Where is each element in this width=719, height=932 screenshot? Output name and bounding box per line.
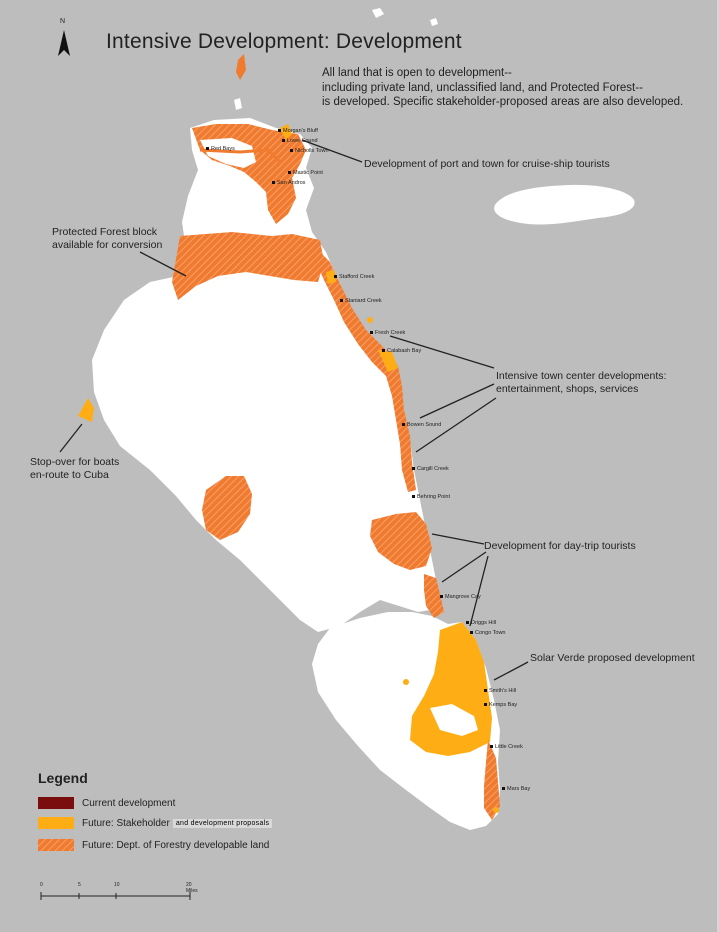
place-label: Behring Point	[412, 494, 450, 500]
leader-solar	[493, 661, 529, 681]
place-label: Little Creek	[490, 744, 523, 750]
stakeholder-dot-1	[367, 317, 373, 323]
island-small-4	[234, 98, 242, 110]
place-label: Congo Town	[470, 630, 505, 636]
annotation-line: available for conversion	[52, 239, 163, 251]
annotation-line: Solar Verde proposed development	[530, 652, 695, 664]
place-label: Red Bays	[206, 146, 235, 152]
forestry-block-north	[172, 232, 324, 300]
place-label: Stafford Creek	[334, 274, 374, 280]
place-label: Kemps Bay	[484, 702, 517, 708]
place-label: San Andros	[272, 180, 305, 186]
leader-daytrip-1	[431, 533, 485, 545]
annotation-forest: Protected Forest block available for con…	[52, 226, 162, 252]
annotation-line: Intensive town center developments:	[496, 370, 667, 382]
north-label: N	[60, 18, 66, 25]
scale-tick-label: 20 Miles	[186, 882, 198, 894]
place-label: Staniard Creek	[340, 298, 382, 304]
legend-label: Future: Stakeholder	[82, 817, 170, 829]
annotation-line: entertainment, shops, services	[496, 383, 639, 395]
forestry-south-coast-strip	[484, 740, 500, 820]
leader-lines	[59, 139, 529, 681]
leader-forest	[139, 251, 187, 277]
legend-item-forestry: Future: Dept. of Forestry developable la…	[38, 838, 269, 852]
stakeholder-calabash	[378, 350, 398, 372]
legend-label-small: and development proposals	[172, 818, 273, 828]
place-label: Fresh Creek	[370, 330, 405, 336]
annotation-line: Development of port and town for cruise-…	[364, 158, 610, 170]
place-label: Smith's Hill	[484, 688, 516, 694]
annotation-daytrip: Development for day-trip tourists	[484, 540, 636, 553]
annotation-line: Development for day-trip tourists	[484, 540, 636, 552]
scale-bar-line	[40, 892, 191, 900]
leader-town-3	[415, 397, 497, 453]
description-line: including private land, unclassified lan…	[322, 81, 643, 94]
map-description: All land that is open to development-- i…	[322, 66, 717, 110]
legend-item-stakeholder: Future: Stakeholder and development prop…	[38, 816, 273, 830]
island-main	[92, 118, 438, 632]
legend-title: Legend	[38, 770, 88, 786]
annotation-stopover: Stop-over for boats en-route to Cuba	[30, 456, 119, 482]
annotation-line: en-route to Cuba	[30, 469, 109, 481]
annotation-line: Stop-over for boats	[30, 456, 120, 468]
forestry-mangrove-cay	[424, 574, 444, 618]
island-small-3	[236, 54, 246, 80]
leader-stopover	[59, 423, 83, 453]
solar-verde-cutout	[430, 704, 478, 736]
place-label: Lowe Sound	[282, 138, 318, 144]
legend-swatch	[38, 797, 74, 809]
scale-tick-label: 5	[78, 882, 81, 888]
place-label: Mangrove Cay	[440, 594, 481, 600]
annotation-solar: Solar Verde proposed development	[530, 652, 695, 665]
description-line: All land that is open to development--	[322, 67, 512, 79]
map-title: Intensive Development: Development	[106, 30, 462, 53]
place-label: Mars Bay	[502, 786, 530, 792]
legend-swatch	[38, 839, 74, 851]
place-label: Mastic Point	[288, 170, 323, 176]
place-label: Driggs Hill	[466, 620, 496, 626]
place-label: Nicholls Town	[290, 148, 329, 154]
stakeholder-cuba-stopover	[78, 398, 94, 422]
leader-town-2	[419, 383, 495, 419]
scale-bar: 0 5 10 20 Miles	[40, 882, 200, 902]
stakeholder-dot-3	[493, 807, 499, 813]
legend-swatch	[38, 817, 74, 829]
forestry-west-block	[202, 476, 252, 540]
leader-daytrip-2	[441, 551, 487, 583]
annotation-line: Protected Forest block	[52, 226, 158, 238]
stakeholder-dot-2	[403, 679, 409, 685]
description-line: is developed. Specific stakeholder-propo…	[322, 96, 684, 108]
island-east	[494, 184, 635, 225]
island-small-1	[372, 8, 384, 18]
island-small-2	[430, 18, 438, 26]
north-arrow-icon: N	[56, 18, 72, 60]
forestry-central-block	[370, 512, 432, 570]
place-label: Bowen Sound	[402, 422, 441, 428]
place-label: Calabash Bay	[382, 348, 421, 354]
leader-daytrip-3	[469, 555, 489, 627]
leader-town-1	[389, 335, 495, 369]
forestry-east-coast-strip	[316, 250, 416, 492]
place-label: Morgan's Bluff	[278, 128, 318, 134]
scale-tick-label: 0	[40, 882, 43, 888]
annotation-town-centers: Intensive town center developments: ente…	[496, 370, 666, 396]
legend-item-current: Current development	[38, 796, 175, 810]
legend-label: Current development	[82, 797, 176, 809]
scale-tick-label: 10	[114, 882, 120, 888]
annotation-port: Development of port and town for cruise-…	[364, 158, 610, 171]
place-label: Cargill Creek	[412, 466, 449, 472]
legend-label: Future: Dept. of Forestry developable la…	[82, 839, 270, 851]
